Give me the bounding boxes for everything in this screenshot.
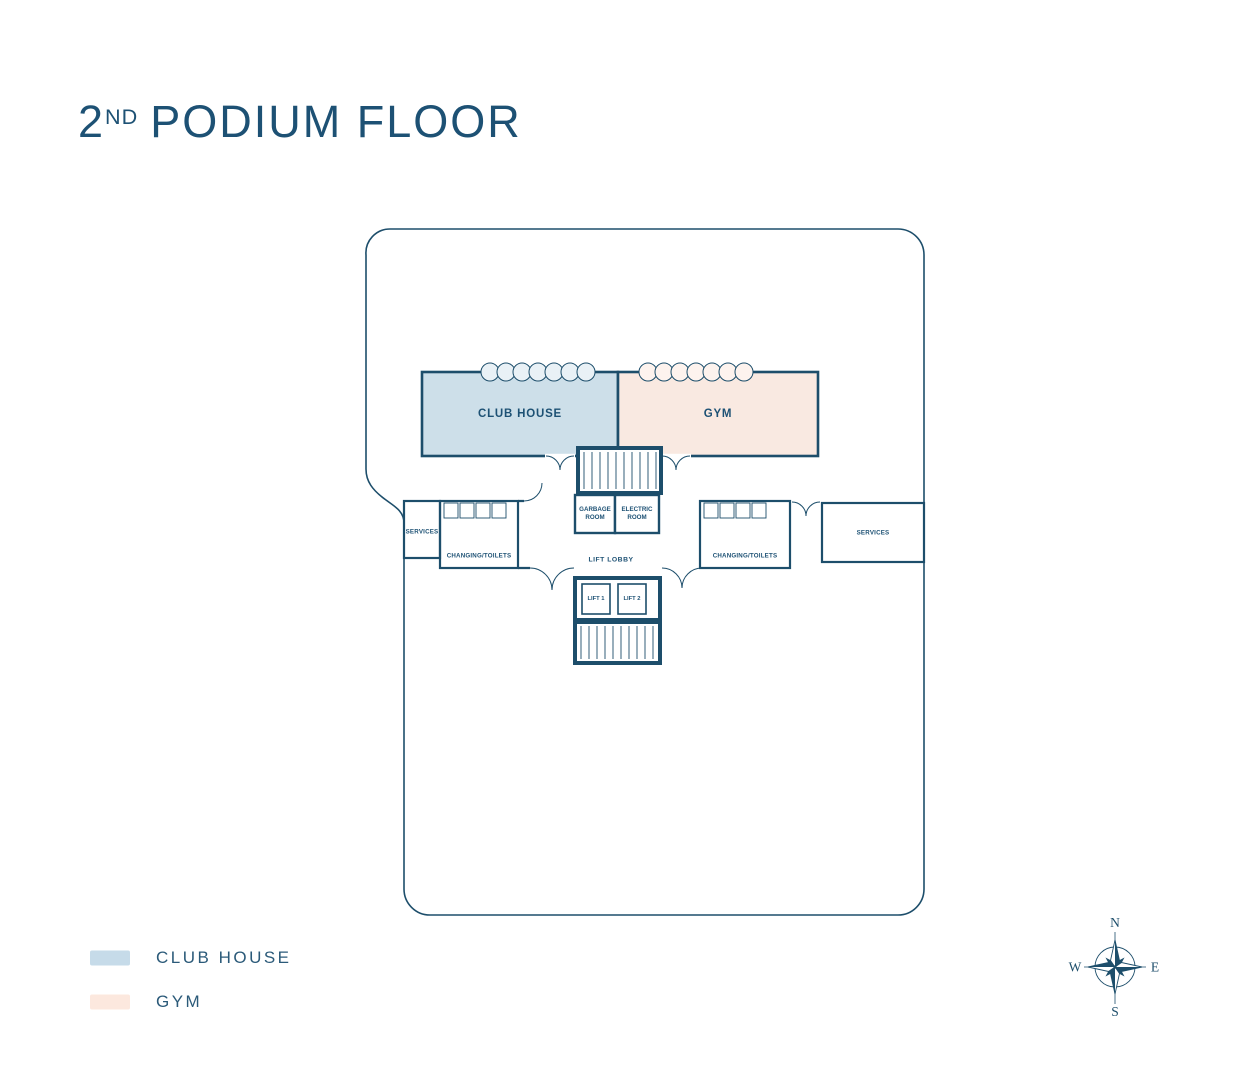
page-title: 2ND PODIUM FLOOR bbox=[78, 96, 522, 148]
room-label-lift-lobby: LIFT LOBBY bbox=[588, 556, 634, 564]
legend: CLUB HOUSE GYM bbox=[90, 936, 292, 1024]
legend-label-gym: GYM bbox=[156, 992, 203, 1011]
room-label-garbage-room: GARBAGE ROOM bbox=[579, 505, 611, 521]
room-label-lift-2: LIFT 2 bbox=[623, 596, 641, 602]
lobby-right-door bbox=[661, 567, 703, 589]
club-house-door-gap bbox=[545, 453, 575, 459]
changing-left-room bbox=[438, 499, 520, 570]
club-house-door bbox=[545, 455, 575, 471]
stair-core-bottom bbox=[573, 620, 662, 665]
compass-rose-icon: N E S W bbox=[1069, 915, 1160, 1019]
lift-2-cab bbox=[617, 583, 647, 615]
legend-label-club-house: CLUB HOUSE bbox=[156, 948, 292, 967]
lobby-wall-stubs bbox=[518, 499, 530, 570]
room-label-services-right: SERVICES bbox=[856, 529, 890, 537]
lift-core bbox=[573, 576, 662, 622]
legend-item-gym: GYM bbox=[90, 980, 292, 1024]
lobby-left-door bbox=[529, 567, 575, 591]
title-text: PODIUM FLOOR bbox=[150, 96, 522, 147]
gym-room bbox=[616, 370, 820, 458]
toilet-stalls-right bbox=[703, 502, 767, 519]
compass-north-label: N bbox=[1110, 915, 1120, 930]
toilet-stalls-left bbox=[443, 502, 507, 519]
floor-plan-drawing bbox=[365, 228, 926, 916]
lift-1-cab bbox=[581, 583, 611, 615]
floor-plan: CLUB HOUSE GYM GARBAGE ROOM ELECTRIC ROO… bbox=[360, 225, 932, 925]
legend-item-club-house: CLUB HOUSE bbox=[90, 936, 292, 980]
compass-star bbox=[1087, 939, 1143, 995]
compass-east-label: E bbox=[1151, 960, 1159, 975]
club-house-windows bbox=[480, 362, 596, 382]
site-boundary bbox=[365, 228, 925, 916]
room-label-club-house: CLUB HOUSE bbox=[477, 408, 563, 420]
stair-core-top bbox=[576, 446, 663, 495]
club-house-room bbox=[420, 370, 620, 458]
room-label-services-left: SERVICES bbox=[405, 528, 439, 536]
right-wing-door bbox=[791, 501, 821, 517]
compass-west-label: W bbox=[1069, 960, 1082, 975]
compass: N E S W bbox=[1053, 905, 1177, 1029]
club-house-swatch-icon bbox=[90, 950, 130, 966]
changing-right-room bbox=[698, 499, 792, 570]
electric-room bbox=[613, 493, 661, 535]
gym-windows bbox=[638, 362, 754, 382]
gym-swatch-icon bbox=[90, 994, 130, 1010]
garbage-room bbox=[573, 493, 617, 535]
room-label-changing-right: CHANGING/TOILETS bbox=[712, 552, 778, 560]
services-right-room bbox=[820, 501, 926, 564]
room-label-gym: GYM bbox=[703, 408, 733, 420]
door-swings bbox=[523, 455, 821, 591]
title-number: 2 bbox=[78, 96, 106, 147]
title-ordinal: ND bbox=[105, 103, 139, 129]
room-label-electric-room: ELECTRIC ROOM bbox=[621, 505, 653, 521]
gym-door bbox=[661, 455, 691, 471]
room-label-changing-left: CHANGING/TOILETS bbox=[446, 552, 512, 560]
gym-door-gap bbox=[661, 453, 691, 459]
left-wing-door bbox=[523, 482, 543, 502]
room-label-lift-1: LIFT 1 bbox=[587, 596, 605, 602]
compass-south-label: S bbox=[1111, 1004, 1119, 1019]
